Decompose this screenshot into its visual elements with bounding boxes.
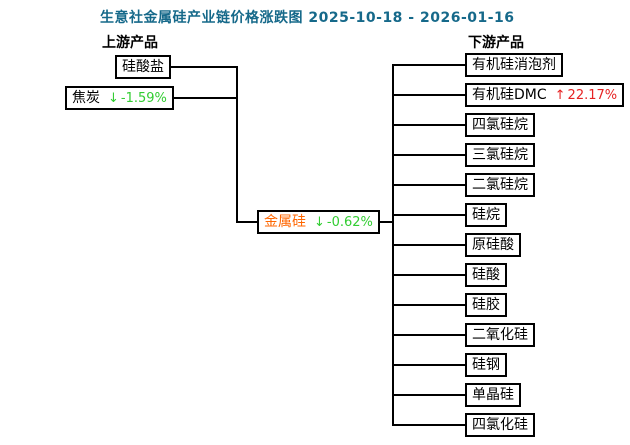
downstream-section-label: 下游产品 (468, 35, 524, 51)
downstream-node-row: 四氯化硅 (392, 413, 535, 437)
center-node-row: 金属硅 ↓-0.62% (237, 210, 393, 234)
diagram-title: 生意社金属硅产业链价格涨跌图 2025-10-18 - 2026-01-16 (100, 10, 515, 26)
node-label: 硅酸盐 (122, 59, 164, 75)
node-label: 二氯硅烷 (472, 177, 528, 193)
node-label: 原硅酸 (472, 237, 514, 253)
connector-line (237, 221, 257, 223)
upstream-node-row: 焦炭 ↓-1.59% (65, 86, 238, 110)
downstream-node-row: 原硅酸 (392, 233, 521, 257)
node-trichlorosilane[interactable]: 三氯硅烷 (465, 143, 535, 167)
connector-line (173, 97, 238, 99)
connector-line (392, 94, 465, 96)
node-label: 二氧化硅 (472, 327, 528, 343)
change-value: 22.17% (567, 87, 618, 103)
change-value: -0.62% (326, 214, 373, 230)
connector-line (392, 244, 465, 246)
node-label: 四氯硅烷 (472, 117, 528, 133)
down-arrow-icon: ↓ (314, 214, 325, 230)
connector-line (392, 184, 465, 186)
node-label: 硅酸 (472, 267, 500, 283)
connector-line (392, 304, 465, 306)
node-silicon-tetrachloride[interactable]: 四氯化硅 (465, 413, 535, 437)
upstream-node-row: 硅酸盐 (115, 55, 238, 79)
node-tetrachlorosilane-alkane[interactable]: 四氯硅烷 (465, 113, 535, 137)
change-value: -1.59% (120, 90, 167, 106)
node-silicone-defoamer[interactable]: 有机硅消泡剂 (465, 53, 563, 77)
node-silicic-acid[interactable]: 硅酸 (465, 263, 507, 287)
connector-line (171, 66, 238, 68)
node-label: 硅烷 (472, 207, 500, 223)
upstream-section-label: 上游产品 (102, 35, 158, 51)
node-silane[interactable]: 硅烷 (465, 203, 507, 227)
node-silicone-dmc[interactable]: 有机硅DMC ↑22.17% (465, 83, 625, 107)
downstream-node-row: 单晶硅 (392, 383, 521, 407)
connector-line (392, 424, 465, 426)
node-label: 金属硅 (264, 214, 306, 230)
connector-line (392, 394, 465, 396)
node-monocrystalline-silicon[interactable]: 单晶硅 (465, 383, 521, 407)
connector-line (379, 221, 393, 223)
node-silicate[interactable]: 硅酸盐 (115, 55, 171, 79)
node-label: 有机硅消泡剂 (472, 57, 556, 73)
down-arrow-icon: ↓ (108, 90, 119, 106)
connector-line (392, 334, 465, 336)
node-label: 有机硅DMC (472, 87, 547, 103)
node-label: 四氯化硅 (472, 417, 528, 433)
downstream-node-row: 二氯硅烷 (392, 173, 535, 197)
downstream-node-row: 有机硅消泡剂 (392, 53, 563, 77)
node-metal-silicon[interactable]: 金属硅 ↓-0.62% (257, 210, 380, 234)
node-coke[interactable]: 焦炭 ↓-1.59% (65, 86, 174, 110)
downstream-node-row: 四氯硅烷 (392, 113, 535, 137)
node-label: 硅胶 (472, 297, 500, 313)
price-change: ↓-0.62% (314, 216, 373, 229)
price-change: ↑22.17% (555, 89, 617, 102)
connector-line (392, 64, 465, 66)
downstream-node-row: 三氯硅烷 (392, 143, 535, 167)
connector-line (392, 124, 465, 126)
connector-line (392, 214, 465, 216)
node-label: 硅钢 (472, 357, 500, 373)
node-silica-gel[interactable]: 硅胶 (465, 293, 507, 317)
downstream-node-row: 有机硅DMC ↑22.17% (392, 83, 625, 107)
downstream-node-row: 硅酸 (392, 263, 507, 287)
up-arrow-icon: ↑ (554, 87, 566, 103)
connector-line (392, 274, 465, 276)
downstream-node-row: 硅烷 (392, 203, 507, 227)
connector-line (392, 154, 465, 156)
node-orthosilicic-acid[interactable]: 原硅酸 (465, 233, 521, 257)
downstream-node-row: 二氧化硅 (392, 323, 535, 347)
node-label: 单晶硅 (472, 387, 514, 403)
price-change: ↓-1.59% (108, 92, 167, 105)
downstream-node-row: 硅钢 (392, 353, 507, 377)
node-label: 焦炭 (72, 90, 100, 106)
downstream-node-row: 硅胶 (392, 293, 507, 317)
connector-line (392, 364, 465, 366)
node-silicon-dioxide[interactable]: 二氧化硅 (465, 323, 535, 347)
node-silicon-steel[interactable]: 硅钢 (465, 353, 507, 377)
node-dichlorosilane[interactable]: 二氯硅烷 (465, 173, 535, 197)
node-label: 三氯硅烷 (472, 147, 528, 163)
upstream-trunk-line (236, 66, 238, 223)
